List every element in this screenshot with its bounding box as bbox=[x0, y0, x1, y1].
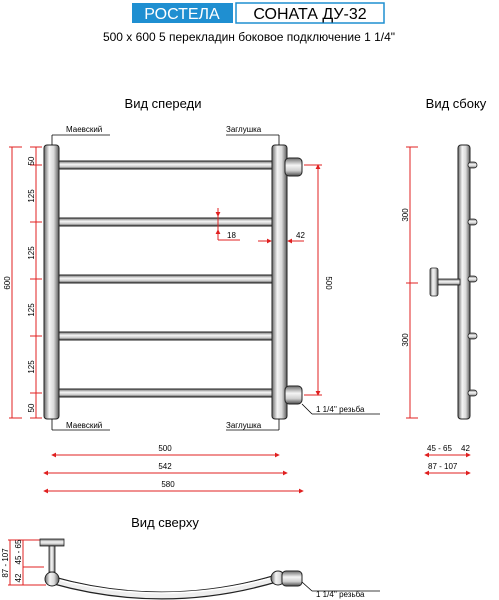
front-rail-4 bbox=[55, 331, 277, 341]
model-box bbox=[235, 2, 385, 24]
side-rail-stub-3 bbox=[467, 275, 478, 283]
side-range1-b: 42 bbox=[461, 444, 470, 453]
product-subtitle: 500 х 600 5 перекладин боковое подключен… bbox=[103, 30, 395, 44]
tube-offset-dim: 18 bbox=[227, 231, 236, 240]
right-riser bbox=[271, 144, 288, 420]
top-connection bbox=[284, 157, 303, 177]
top-bracket-plate bbox=[39, 538, 65, 547]
top-outer-dim: 87 - 107 bbox=[1, 548, 10, 578]
brand-badge bbox=[132, 3, 233, 23]
top-connection-nipple bbox=[281, 570, 303, 587]
top-curved-rail bbox=[49, 575, 281, 599]
right-height-dim: 500 bbox=[324, 276, 333, 290]
thread-front-label: 1 1/4'' резьба bbox=[316, 405, 365, 414]
side-rail-stub-4 bbox=[467, 332, 478, 340]
front-view: 600 50 125 125 125 125 50 Маевский Заглу… bbox=[3, 125, 380, 494]
front-rail-3 bbox=[55, 274, 277, 284]
width-mid-dim: 542 bbox=[158, 462, 172, 471]
front-rail-5 bbox=[55, 388, 277, 398]
front-rail-2 bbox=[55, 217, 277, 227]
valve-bottom-label: Маевский bbox=[66, 421, 102, 430]
top-bracket-arm bbox=[48, 545, 56, 573]
front-rail-1 bbox=[55, 160, 277, 170]
top-left-riser bbox=[44, 571, 60, 587]
front-total-height: 600 bbox=[3, 276, 12, 290]
side-rail-stub-2 bbox=[467, 218, 478, 226]
plug-bottom-label: Заглушка bbox=[226, 421, 262, 430]
top-view-title: Вид сверху bbox=[131, 515, 199, 530]
bottom-connection bbox=[284, 385, 303, 405]
width-total-dim: 580 bbox=[161, 480, 175, 489]
side-bracket-arm bbox=[437, 278, 461, 286]
side-upper-dim: 300 bbox=[401, 208, 410, 222]
side-bracket-plate bbox=[429, 267, 439, 297]
front-seg-6: 50 bbox=[27, 403, 36, 412]
plug-top-label: Заглушка bbox=[226, 125, 262, 134]
top-inner-a-dim: 42 bbox=[14, 573, 23, 582]
side-rail-stub-5 bbox=[467, 389, 478, 397]
side-view-title: Вид сбоку bbox=[426, 96, 487, 111]
front-seg-5: 125 bbox=[27, 360, 36, 374]
front-seg-4: 125 bbox=[27, 303, 36, 317]
side-offset-dim: 42 bbox=[296, 231, 305, 240]
thread-top-label: 1 1/4'' резьба bbox=[316, 590, 365, 599]
front-view-title: Вид спереди bbox=[125, 96, 202, 111]
side-rail-stub-1 bbox=[467, 161, 478, 169]
left-riser bbox=[43, 144, 60, 420]
width-center-dim: 500 bbox=[158, 444, 172, 453]
model-name: СОНАТА ДУ-32 bbox=[253, 6, 366, 23]
side-view: 300 300 45 - 65 42 87 - 107 bbox=[401, 144, 478, 476]
side-range1-a: 45 - 65 bbox=[427, 444, 452, 453]
brand-name: РОСТЕЛА bbox=[144, 6, 220, 23]
front-seg-1: 50 bbox=[27, 156, 36, 165]
front-seg-3: 125 bbox=[27, 246, 36, 260]
front-seg-2: 125 bbox=[27, 189, 36, 203]
side-range2: 87 - 107 bbox=[428, 462, 458, 471]
valve-top-label: Маевский bbox=[66, 125, 102, 134]
top-view: 87 - 107 42 45 - 65 1 1/4'' резьба bbox=[1, 538, 380, 600]
top-inner-b-dim: 45 - 65 bbox=[14, 539, 23, 564]
side-lower-dim: 300 bbox=[401, 333, 410, 347]
